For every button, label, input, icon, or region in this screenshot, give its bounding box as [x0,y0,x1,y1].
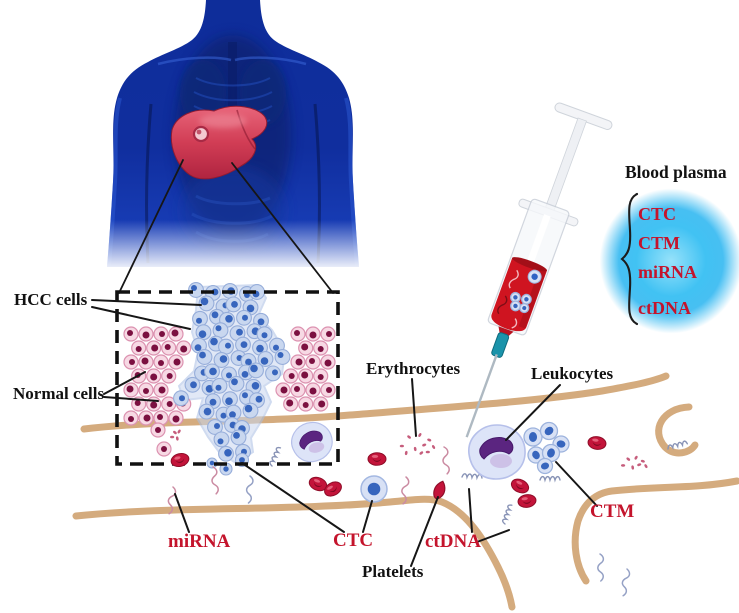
hcc-cell-cluster [173,282,291,476]
label-mirna: miRNA [168,531,231,552]
syringe-plunger-rod [544,117,588,214]
blood-vessel [72,372,739,611]
plasma-item-ctdna: ctDNA [638,298,691,318]
platelet-cell [433,480,446,500]
blood-plasma-glow-panel [596,176,739,346]
cell-debris-specks [170,429,648,470]
plasma-brace [620,192,639,326]
ctc-cell [360,475,388,503]
label-blood-plasma: Blood plasma [625,162,727,182]
vessel-wall-bottom-left [72,495,516,611]
ctm-cluster [523,421,570,475]
lung-left [180,60,226,126]
syringe-needle-hub [491,332,510,358]
plasma-item-mirna: miRNA [638,262,697,282]
vessel-branch-arc [655,403,699,457]
syringe-ctm-cluster [509,291,532,314]
label-normal-cells: Normal cells [13,384,105,403]
zoom-callout-lines [118,159,334,294]
vessel-wall-top [80,372,670,433]
label-platelets: Platelets [362,562,424,581]
plasma-item-ctc: CTC [638,204,677,224]
label-ctm: CTM [590,501,635,522]
leukocyte-in-box [291,421,333,463]
ribs [193,77,273,129]
leukocyte-cell [468,424,526,480]
vessel-wall-bottom-right [571,477,739,585]
syringe-needle [465,354,498,438]
liver-illustration [170,105,268,180]
tumor-zoom-box [115,290,340,466]
label-ctc: CTC [333,530,374,551]
normal-cell-cluster-right [275,326,336,412]
human-torso-illustration [95,0,367,272]
label-leukocytes: Leukocytes [531,364,614,383]
label-pointer-lines [91,299,598,567]
label-hcc-cells: HCC cells [14,290,88,309]
tumor-marker [192,125,210,143]
mirna-ctdna-strands [167,440,689,597]
syringe-illustration [465,102,613,438]
label-ctdna: ctDNA [425,531,481,552]
plasma-item-ctm: CTM [638,233,680,253]
erythrocyte-cells [170,436,607,508]
label-erythrocytes: Erythrocytes [366,359,461,378]
